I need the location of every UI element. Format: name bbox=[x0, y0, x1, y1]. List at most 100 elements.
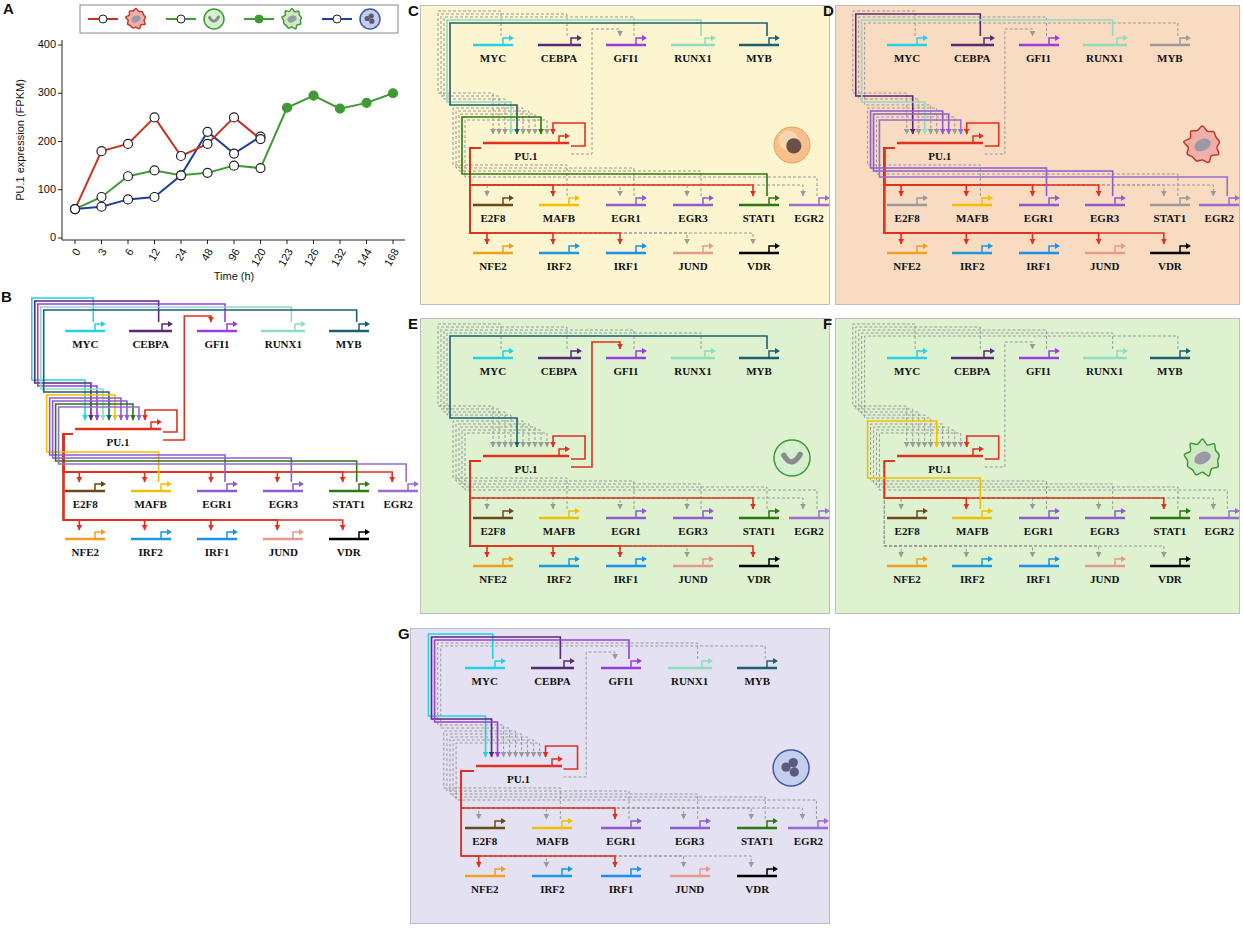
gene-symbol bbox=[195, 482, 239, 494]
gene-symbol bbox=[261, 482, 305, 494]
gene-symbol bbox=[1148, 509, 1192, 521]
gene-symbol bbox=[895, 134, 985, 146]
gene-label: MAFB bbox=[540, 525, 578, 538]
gene-label: GFI1 bbox=[610, 365, 641, 378]
gene-node: MYC bbox=[63, 322, 107, 352]
tss-arrow bbox=[227, 324, 234, 331]
gene-symbol bbox=[1197, 196, 1241, 208]
promoter-line bbox=[897, 142, 983, 145]
tss-arrowhead bbox=[708, 658, 713, 664]
gene-symbol bbox=[1148, 349, 1192, 361]
gene-label: EGR1 bbox=[608, 212, 643, 225]
tss-arrow bbox=[636, 559, 643, 566]
gene-label: MYC bbox=[891, 365, 923, 378]
tss-arrow bbox=[1049, 351, 1056, 358]
regulatory-edge bbox=[470, 461, 687, 557]
tss-arrowhead bbox=[233, 481, 238, 487]
gene-node: E2F8 bbox=[471, 509, 515, 539]
tss-arrow bbox=[503, 246, 510, 253]
tss-arrow bbox=[769, 351, 776, 358]
gene-node: GFI1 bbox=[604, 349, 648, 379]
promoter-line bbox=[739, 357, 779, 360]
promoter-line bbox=[483, 455, 569, 458]
tss-arrow bbox=[705, 351, 712, 358]
gene-symbol bbox=[376, 482, 420, 494]
tick-label: 132 bbox=[328, 246, 348, 268]
tick-label: 48 bbox=[199, 246, 216, 263]
tss-arrow bbox=[503, 198, 510, 205]
gene-symbol bbox=[671, 196, 715, 208]
promoter-line bbox=[601, 667, 641, 670]
tss-arrowhead bbox=[824, 818, 829, 824]
gene-node: STAT1 bbox=[735, 819, 779, 849]
gene-symbol bbox=[604, 349, 648, 361]
tss-arrowhead bbox=[825, 195, 830, 201]
tss-arrow bbox=[769, 559, 776, 566]
promoter-line bbox=[670, 875, 710, 878]
gene-node: CEBPA bbox=[127, 322, 174, 352]
gene-node: STAT1 bbox=[737, 509, 781, 539]
gene-symbol bbox=[885, 349, 929, 361]
gene-node: STAT1 bbox=[1148, 509, 1192, 539]
promoter-line bbox=[263, 490, 303, 493]
tss-arrowhead bbox=[775, 556, 780, 562]
tss-arrowhead bbox=[1123, 35, 1128, 41]
gene-node: MYC bbox=[885, 349, 929, 379]
tss-arrow bbox=[359, 532, 366, 539]
regulatory-edge bbox=[876, 430, 1177, 509]
gene-label: MYB bbox=[1154, 52, 1186, 65]
tss-arrow bbox=[564, 661, 571, 668]
data-point bbox=[203, 168, 212, 177]
data-point bbox=[150, 166, 159, 175]
data-point bbox=[203, 127, 212, 136]
gene-label: PU.1 bbox=[925, 463, 954, 476]
regulatory-edge bbox=[884, 461, 1213, 509]
tss-arrowhead bbox=[568, 818, 573, 824]
data-point bbox=[97, 192, 106, 201]
gene-node: GFI1 bbox=[1017, 36, 1061, 66]
gene-node: MYB bbox=[737, 36, 781, 66]
gene-label: IRF1 bbox=[1023, 573, 1053, 586]
tss-arrowhead bbox=[988, 243, 993, 249]
gene-node: MYC bbox=[471, 349, 515, 379]
tss-arrow bbox=[700, 821, 707, 828]
data-point bbox=[177, 171, 186, 180]
gene-symbol bbox=[949, 36, 996, 48]
gene-label: STAT1 bbox=[329, 498, 368, 511]
tss-arrow bbox=[1049, 198, 1056, 205]
tss-arrowhead bbox=[709, 556, 714, 562]
gene-symbol bbox=[671, 557, 715, 569]
gene-label: IRF2 bbox=[957, 573, 987, 586]
tss-arrowhead bbox=[775, 348, 780, 354]
gene-node: CEBPA bbox=[949, 36, 996, 66]
gene-node: IRF2 bbox=[950, 557, 994, 587]
gene-node: MYB bbox=[735, 659, 779, 689]
tss-arrow bbox=[1229, 511, 1236, 518]
regulatory-edge bbox=[884, 461, 1098, 557]
gene-label: RUNX1 bbox=[671, 52, 714, 65]
promoter-line bbox=[261, 330, 305, 333]
tss-arrow bbox=[495, 869, 502, 876]
regulatory-edge bbox=[874, 114, 1113, 196]
regulatory-edge bbox=[461, 771, 615, 819]
gene-node: MAFB bbox=[530, 819, 574, 849]
regulatory-edge bbox=[470, 148, 620, 244]
regulatory-edge bbox=[470, 461, 553, 557]
promoter-line bbox=[887, 44, 927, 47]
promoter-line bbox=[1150, 252, 1190, 255]
gene-symbol bbox=[1017, 557, 1061, 569]
regulatory-edge bbox=[985, 29, 1033, 154]
cell-icon bbox=[773, 750, 809, 786]
promoter-line bbox=[1083, 357, 1127, 360]
gene-symbol bbox=[129, 482, 173, 494]
tss-arrowhead bbox=[509, 35, 514, 41]
gene-symbol bbox=[950, 244, 994, 256]
tick-label: 6 bbox=[122, 246, 136, 258]
gene-symbol bbox=[737, 557, 781, 569]
gene-node: EGR3 bbox=[671, 509, 715, 539]
regulatory-edge bbox=[571, 29, 620, 154]
tss-arrow bbox=[769, 198, 776, 205]
gene-symbol bbox=[599, 659, 643, 671]
gene-node: JUND bbox=[1083, 244, 1127, 274]
gene-symbol bbox=[63, 530, 107, 542]
